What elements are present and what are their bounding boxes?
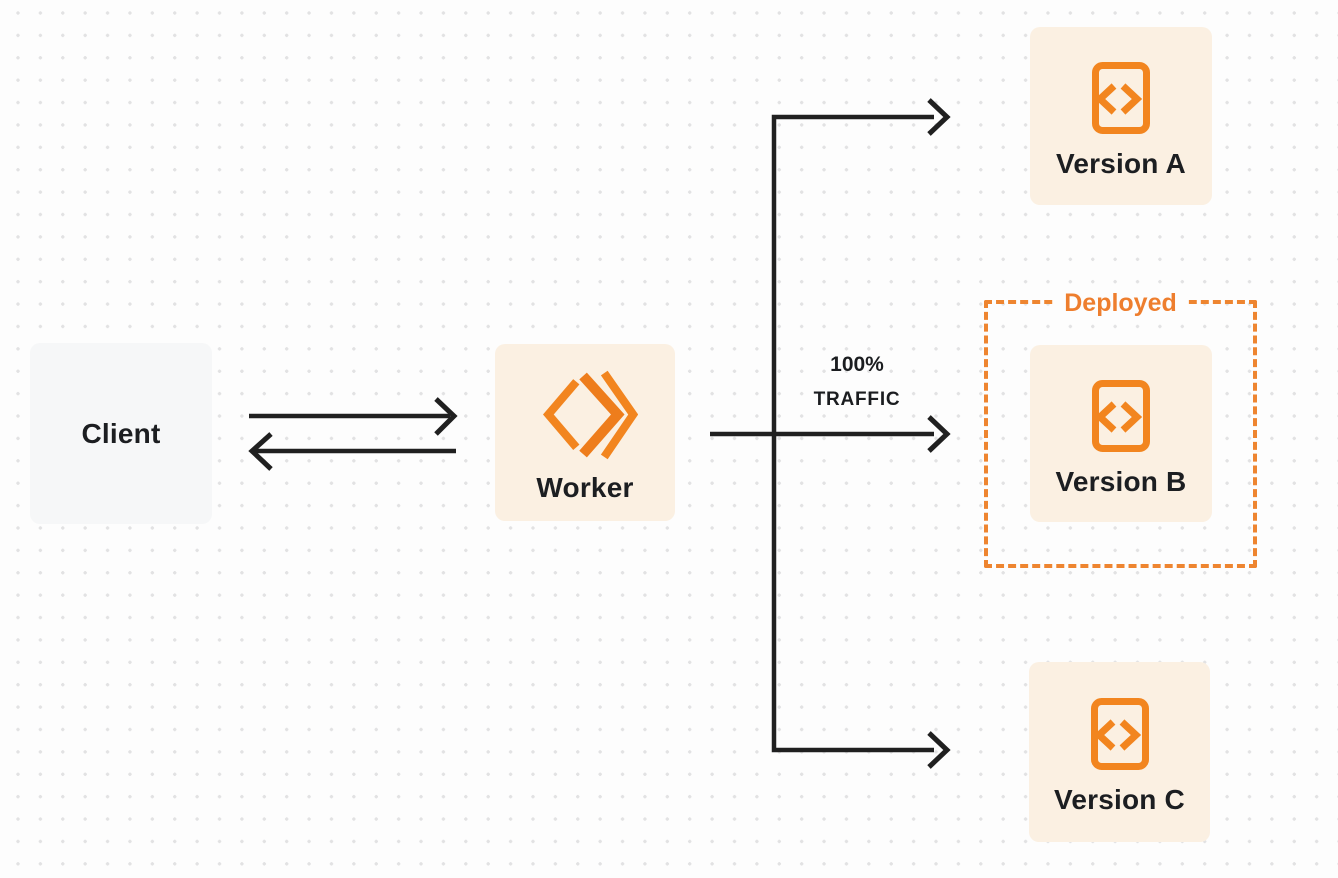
worker-label: Worker [536, 472, 634, 503]
traffic-word-text: TRAFFIC [813, 389, 901, 410]
arrow-to-version-a [927, 98, 951, 136]
client-node: Client [30, 343, 212, 524]
worker-node: Worker [495, 344, 675, 521]
version-b-label: Version B [1055, 465, 1187, 497]
client-label: Client [81, 417, 161, 449]
response-arrow [248, 432, 456, 471]
traffic-annotation: 100% TRAFFIC [767, 347, 947, 417]
version-c-node: Version C [1029, 662, 1210, 842]
version-a-node: Version A [1030, 27, 1212, 205]
version-c-label: Version C [1054, 784, 1185, 815]
code-document-icon [1092, 379, 1150, 452]
traffic-trunk-line [771, 114, 934, 753]
code-document-icon [1092, 62, 1150, 134]
code-document-icon [1090, 698, 1149, 770]
traffic-percent-text: 100% [830, 353, 884, 376]
version-a-label: Version A [1056, 148, 1186, 179]
request-arrow [249, 397, 458, 436]
arrow-to-version-b [710, 415, 951, 453]
version-b-node: Version B [1030, 345, 1212, 522]
arrow-to-version-c [927, 731, 951, 769]
deployed-label: Deployed [1052, 287, 1189, 319]
workers-chevron-icon [532, 369, 638, 461]
deployed-boundary: Deployed [984, 287, 1257, 568]
